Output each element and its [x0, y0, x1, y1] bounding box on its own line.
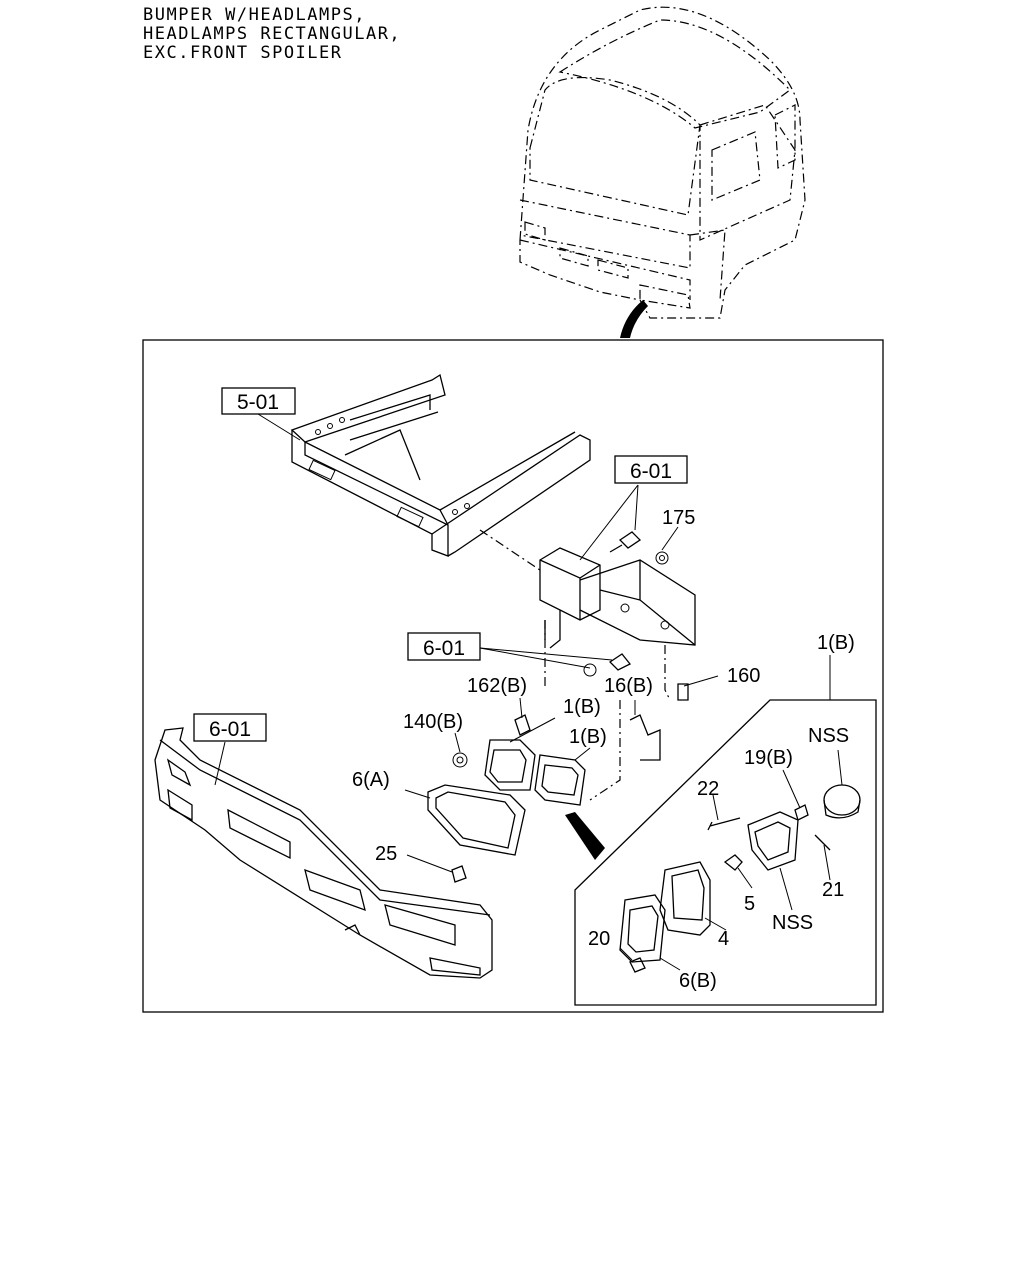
ref-box-bracket-mid-label: 6-01 — [423, 637, 465, 660]
callout-160[interactable]: 160 — [727, 665, 760, 687]
callout-19b[interactable]: 19(B) — [744, 747, 793, 769]
callout-21[interactable]: 21 — [822, 879, 844, 901]
callout-1b-a[interactable]: 1(B) — [563, 696, 601, 718]
callout-162b[interactable]: 162(B) — [467, 675, 527, 697]
ref-box-frame-label: 5-01 — [237, 391, 279, 414]
title-line-2: HEADLAMPS RECTANGULAR, — [143, 24, 402, 44]
callout-5[interactable]: 5 — [744, 893, 755, 915]
diagram-title: BUMPER W/HEADLAMPS, HEADLAMPS RECTANGULA… — [143, 6, 401, 63]
callout-6a[interactable]: 6(A) — [352, 769, 390, 791]
detail-callouts: NSS 19(B) 22 21 5 NSS 4 20 6(B) — [588, 725, 849, 992]
title-line-3: EXC.FRONT SPOILER — [143, 43, 343, 63]
callout-1b-detail[interactable]: 1(B) — [817, 632, 855, 654]
callout-nss-bottom[interactable]: NSS — [772, 912, 813, 934]
callout-6b[interactable]: 6(B) — [679, 970, 717, 992]
callout-nss-top[interactable]: NSS — [808, 725, 849, 747]
ref-box-bracket-mid[interactable]: 6-01 — [407, 632, 481, 661]
leader-lines — [214, 413, 843, 971]
callout-175[interactable]: 175 — [662, 507, 695, 529]
ref-box-bracket-top-label: 6-01 — [630, 460, 672, 483]
ref-box-bracket-top[interactable]: 6-01 — [614, 455, 688, 484]
hardware-bolts — [451, 531, 689, 883]
chassis-frame — [290, 373, 591, 557]
title-line-1: BUMPER W/HEADLAMPS, — [143, 5, 366, 25]
callout-20[interactable]: 20 — [588, 928, 610, 950]
ref-box-bumper-label: 6-01 — [209, 718, 251, 741]
callout-1b-b[interactable]: 1(B) — [569, 726, 607, 748]
detail-box — [574, 699, 877, 1006]
callout-4[interactable]: 4 — [718, 928, 729, 950]
ref-box-bumper[interactable]: 6-01 — [193, 713, 267, 742]
callout-140b[interactable]: 140(B) — [403, 711, 463, 733]
headlamp-parts — [427, 739, 605, 860]
callout-22[interactable]: 22 — [697, 778, 719, 800]
main-frame — [142, 339, 884, 1013]
callout-25[interactable]: 25 — [375, 843, 397, 865]
callout-16b[interactable]: 16(B) — [604, 675, 653, 697]
bracket-assembly — [479, 529, 696, 801]
bumper — [154, 727, 493, 979]
ref-box-frame[interactable]: 5-01 — [221, 387, 296, 415]
part-callouts: 175 160 162(B) 16(B) 140(B) 1(B) 1(B) 6(… — [352, 507, 855, 865]
truck-cab-illustration — [519, 6, 806, 338]
